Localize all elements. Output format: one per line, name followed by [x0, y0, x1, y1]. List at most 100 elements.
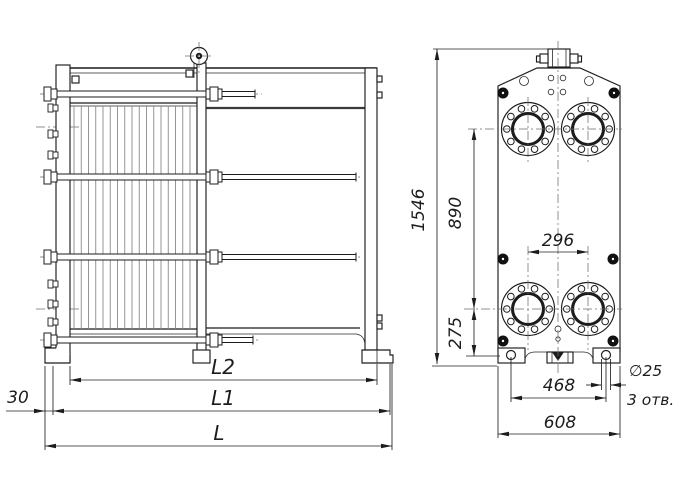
support-column-foot [361, 349, 394, 364]
flange-bolt-hole [577, 285, 586, 293]
stud [47, 279, 54, 289]
tie-bolt-washer [50, 251, 58, 263]
flange-bolt-hole [517, 285, 526, 293]
tie-bolt-nut [209, 332, 219, 348]
flange-bolt-hole [601, 137, 609, 146]
side-view [36, 42, 394, 364]
tie-bolt-nut [209, 249, 219, 265]
beam-bolt [71, 75, 80, 84]
dim-foot-hole-diameter: ∅25 [629, 362, 662, 380]
tie-bolt [40, 169, 363, 185]
tie-bolt-washer [217, 251, 223, 263]
mounting-feet [497, 347, 621, 364]
tie-bolt-washer [205, 334, 211, 346]
flange-bolt-hole [530, 285, 539, 293]
fixed-plate-studs [47, 103, 59, 327]
tie-rod-end-center [611, 339, 615, 343]
flange-bolt-hole [507, 292, 515, 301]
bracket-bolt [185, 69, 194, 78]
tie-bolt-washer [50, 88, 58, 100]
flange-bolt-hole [530, 105, 539, 113]
frame-plate-outline [497, 67, 621, 352]
lifting-block-bolt [539, 53, 549, 64]
lifting-block [535, 48, 583, 68]
top-hole [547, 88, 555, 96]
lifting-block-bolt [577, 55, 583, 63]
tie-rod-end-center [501, 339, 505, 343]
left-foot [497, 347, 526, 364]
flange-bolt-hole [541, 137, 549, 146]
dim-lower-port-elevation: 275 [446, 317, 466, 349]
fixed-plate [44, 64, 80, 364]
stud [52, 130, 59, 138]
column-bolt [376, 75, 383, 83]
lifting-block-bolt [569, 53, 579, 64]
flange-bolt-hole [590, 325, 599, 333]
tie-bolt-washer [205, 88, 211, 100]
tie-bolt-washer [217, 334, 223, 346]
tie-rod-end-center [501, 257, 505, 261]
corner-hole [519, 76, 529, 86]
top-hole [547, 74, 555, 82]
stud [52, 104, 59, 112]
tie-bolt-nut [209, 169, 219, 185]
flange-bolt-hole [517, 145, 526, 153]
tie-bolt-washer [205, 251, 211, 263]
flange-bolt-hole [590, 285, 599, 293]
flange-bolt-hole [601, 292, 609, 301]
stud [47, 150, 54, 160]
flange-bolt-hole [541, 292, 549, 301]
flange-bolt-hole [507, 137, 515, 146]
tie-bolt-thread [221, 254, 357, 260]
tie-bolt-thread [221, 337, 254, 343]
flange-bolt-hole [577, 145, 586, 153]
tie-rod-end-center [501, 91, 505, 95]
flange-bolt-hole [530, 325, 539, 333]
dim-overall-height: 1546 [409, 188, 429, 231]
flange-bolt-hole [517, 105, 526, 113]
tie-bolt-nut [43, 332, 52, 348]
flange-bolt-hole [507, 317, 515, 326]
corner-hole [584, 76, 594, 86]
flange-bolt-hole [577, 325, 586, 333]
tie-bolt-nut [209, 86, 219, 102]
lifting-roller [185, 42, 213, 75]
dim-foot-hole-count: 3 отв. [627, 391, 674, 409]
tie-bolt [40, 86, 262, 102]
dim-foot-overhang: 30 [7, 388, 29, 408]
column-bolt [376, 314, 383, 322]
flange-bolt-hole [567, 112, 575, 121]
stud [52, 318, 59, 326]
front-view [464, 41, 622, 374]
support-column [361, 67, 394, 364]
tie-rod-end-center [611, 257, 615, 261]
flange-bolt-hole [541, 112, 549, 121]
tie-bolt-thread [221, 174, 357, 180]
stud [52, 280, 59, 288]
tie-bolt [40, 249, 363, 265]
plate-lines [73, 106, 191, 329]
tie-bolt [40, 332, 260, 348]
tie-bolt-nut [43, 169, 52, 185]
dim-foot-hole-spacing: 468 [543, 376, 576, 396]
flange-bolt-hole [541, 317, 549, 326]
carrying-beam [58, 67, 377, 110]
tie-bolt-thread [221, 91, 256, 97]
lifting-block-bolt [535, 55, 541, 63]
tie-bolts [40, 86, 363, 348]
tie-bolt-rod [56, 90, 207, 98]
tie-bolt-rod [56, 173, 207, 181]
dim-frame-length: L1 [211, 386, 235, 410]
movable-plate-foot [192, 349, 211, 364]
flange-bolt-hole [517, 325, 526, 333]
flange-bolt-hole [601, 112, 609, 121]
tie-rod-end-center [612, 91, 616, 95]
dimensions: L2 30 L1 L 1546 890 [6, 48, 674, 450]
tie-bolt-washer [217, 88, 223, 100]
plate-pack [70, 102, 197, 335]
flange-bolt-hole [507, 112, 515, 121]
tie-rod-ends [497, 87, 620, 347]
centerlines [464, 41, 622, 374]
